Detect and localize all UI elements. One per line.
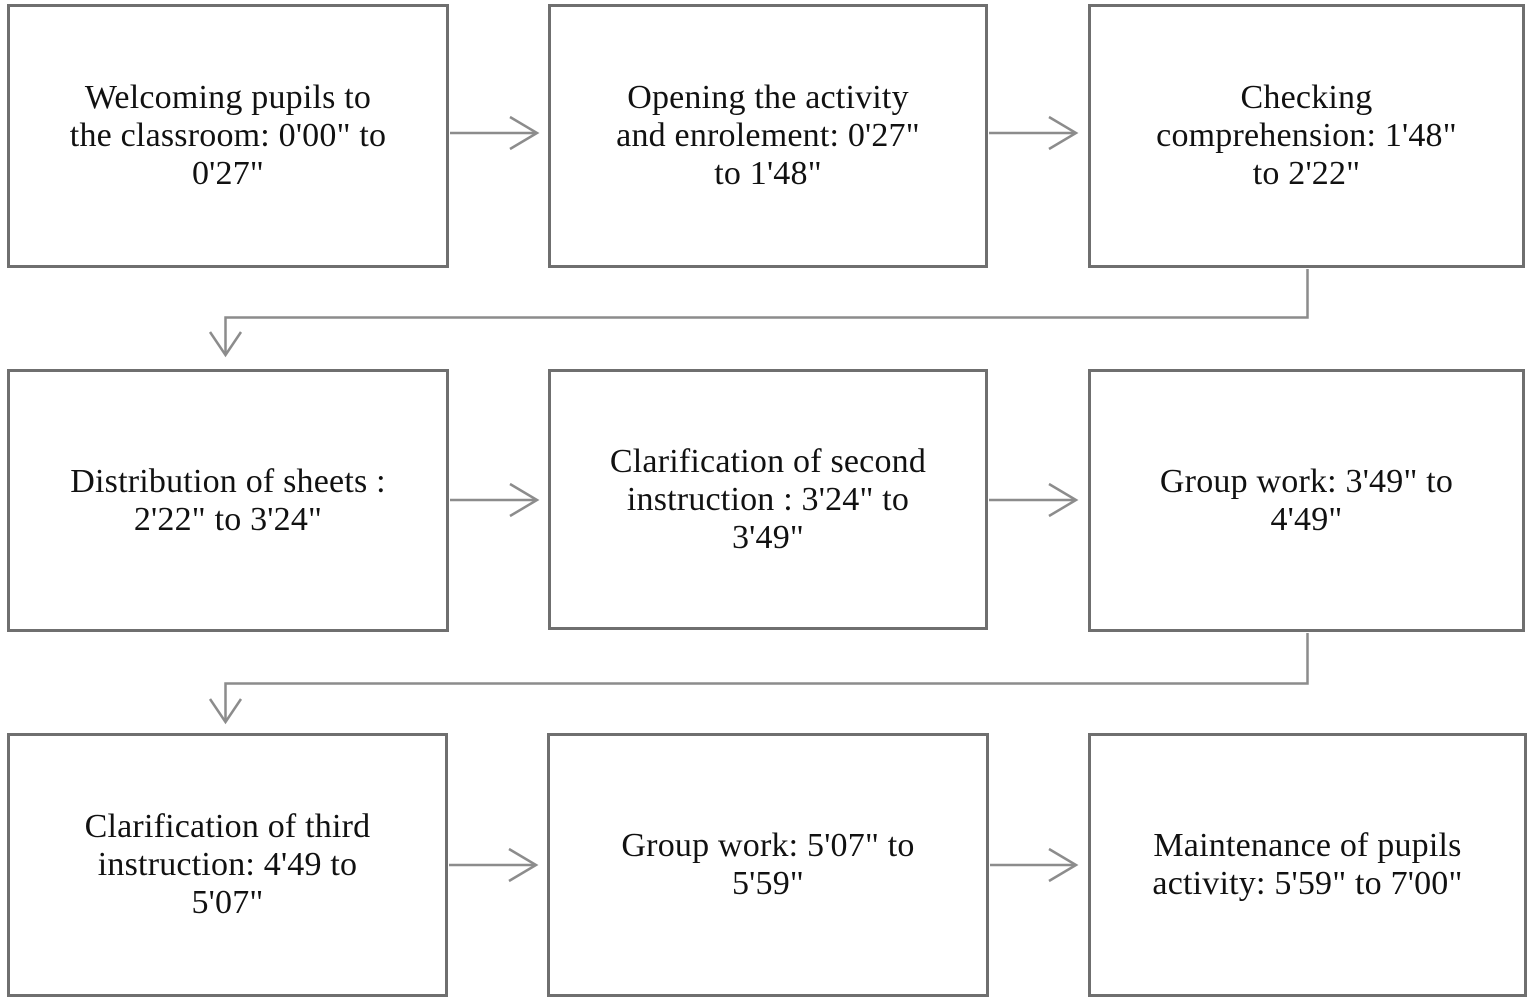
flow-box-checking-comprehension: Checking comprehension: 1'48" to 2'22" [1088, 4, 1525, 268]
flow-box-clarification-second: Clarification of second instruction : 3'… [548, 369, 988, 630]
flow-box-label: Clarification of third instruction: 4'49… [84, 808, 371, 921]
flow-box-label: Distribution of sheets : 2'22" to 3'24" [70, 462, 386, 538]
flow-box-welcoming: Welcoming pupils to the classroom: 0'00"… [7, 4, 449, 268]
flow-box-label: Maintenance of pupils activity: 5'59" to… [1152, 827, 1463, 902]
connector-checking-to-distribution [208, 269, 1309, 358]
arrow-groupwork2-to-maintenance [990, 847, 1079, 883]
connector-groupwork1-to-clarification3 [208, 633, 1309, 725]
flow-box-maintenance-activity: Maintenance of pupils activity: 5'59" to… [1088, 733, 1527, 997]
arrow-clarification3-to-groupwork2 [449, 847, 539, 883]
arrow-welcoming-to-opening [450, 115, 540, 151]
flow-box-group-work-1: Group work: 3'49" to 4'49" [1088, 369, 1525, 632]
arrow-clarification2-to-groupwork1 [989, 482, 1079, 518]
arrow-distribution-to-clarification2 [450, 482, 540, 518]
flow-box-opening-enrolement: Opening the activity and enrolement: 0'2… [548, 4, 988, 268]
arrow-opening-to-checking [989, 115, 1079, 151]
flow-box-label: Checking comprehension: 1'48" to 2'22" [1156, 79, 1457, 192]
flow-box-label: Welcoming pupils to the classroom: 0'00"… [69, 79, 387, 192]
flow-box-label: Clarification of second instruction : 3'… [609, 442, 927, 556]
flow-box-label: Group work: 3'49" to 4'49" [1159, 462, 1454, 538]
flow-box-label: Opening the activity and enrolement: 0'2… [616, 79, 920, 192]
flow-box-group-work-2: Group work: 5'07" to 5'59" [547, 733, 989, 997]
flow-box-distribution-sheets: Distribution of sheets : 2'22" to 3'24" [7, 369, 449, 632]
flow-box-clarification-third: Clarification of third instruction: 4'49… [7, 733, 448, 997]
flow-box-label: Group work: 5'07" to 5'59" [621, 827, 915, 902]
